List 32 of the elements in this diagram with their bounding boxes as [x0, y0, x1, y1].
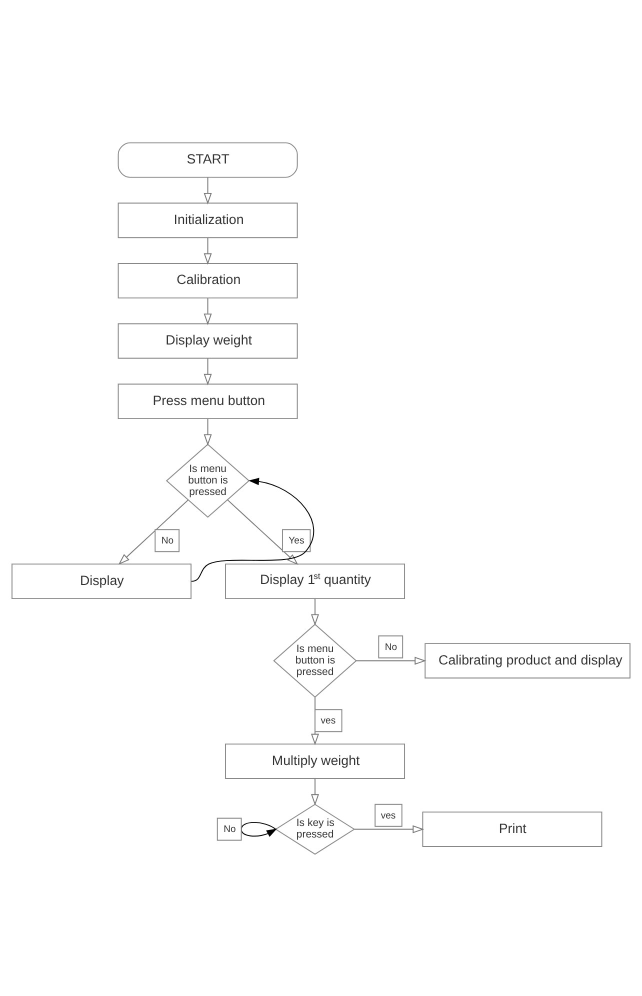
node-diamond: Is menu button is pressed — [166, 443, 250, 518]
node-box: Multiply weight — [225, 743, 405, 779]
arrow — [204, 176, 212, 204]
edge-label: No — [384, 641, 398, 652]
arrow — [311, 598, 320, 626]
node-box: Display — [12, 563, 192, 599]
node-box: Print — [422, 811, 602, 846]
arrow — [204, 358, 212, 385]
arrow — [204, 418, 212, 446]
node-box: START — [118, 142, 298, 178]
arrow — [204, 297, 212, 325]
node-box: Initialization — [118, 202, 298, 238]
arrow — [240, 821, 278, 836]
node-diamond: Is menu button is pressed — [273, 623, 357, 698]
edge-label: ves — [320, 714, 336, 726]
edge-label: No — [224, 824, 236, 835]
node-box: Press menu button — [118, 383, 298, 419]
arrow — [311, 778, 320, 806]
edge-label: Yes — [288, 534, 304, 546]
arrow — [204, 236, 212, 264]
edge-label: No — [161, 534, 174, 546]
arrow — [356, 656, 426, 664]
node-box: Display weight — [118, 322, 298, 358]
node-diamond: Is key is pressed — [274, 803, 356, 854]
node-box: Display 1$^{st}$ quantity — [225, 563, 405, 599]
node-box: Calibration — [118, 262, 298, 298]
edge-label: ves — [380, 810, 396, 821]
arrow — [191, 477, 314, 582]
node-box: Calibrating product and display — [424, 642, 630, 678]
arrow — [354, 824, 424, 833]
arrow — [118, 499, 189, 564]
arrow — [226, 498, 298, 564]
